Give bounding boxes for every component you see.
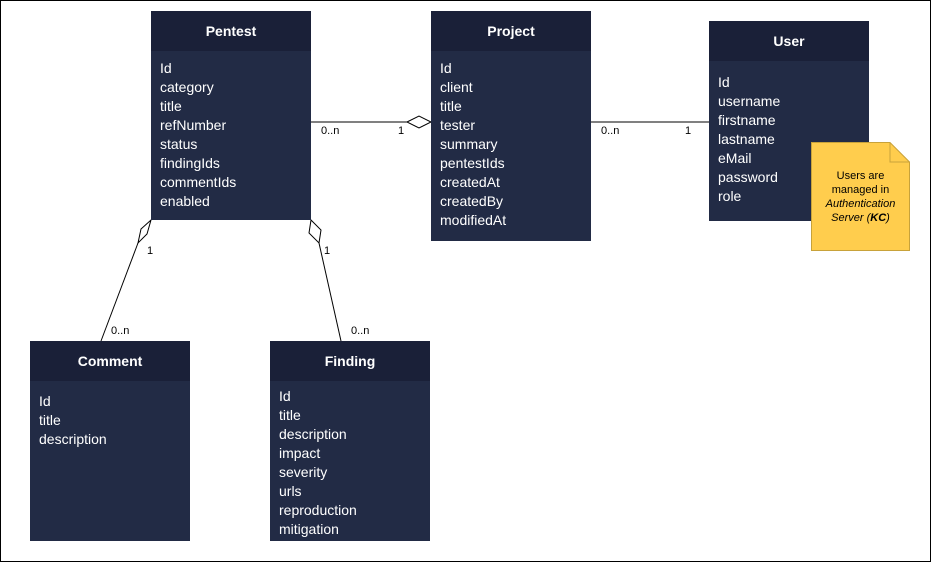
field: Id (39, 393, 51, 409)
field: eMail (718, 150, 752, 166)
entity-user-title: User (709, 21, 869, 61)
aggregation-diamond-project (405, 115, 433, 129)
note-authentication: Users are managed in Authentication Serv… (811, 142, 910, 251)
field: category (160, 79, 214, 95)
field: summary (440, 136, 498, 152)
mult-pentest-finding-one: 1 (324, 245, 331, 257)
field: modifiedAt (440, 212, 507, 228)
field: impact (279, 445, 321, 461)
field: findingIds (160, 155, 220, 171)
entity-project-title: Project (431, 11, 591, 51)
field: password (718, 169, 778, 185)
field: Id (718, 74, 730, 90)
field: description (279, 426, 347, 442)
field: firstname (718, 112, 776, 128)
note-line: Users are (836, 170, 885, 182)
entity-pentest-title: Pentest (151, 11, 311, 51)
mult-project-user-many: 0..n (601, 125, 620, 137)
mult-pentest-comment-one: 1 (147, 245, 154, 257)
field: refNumber (160, 117, 227, 133)
field: commentIds (160, 174, 237, 190)
entity-pentest-fields: Id category title refNumber status findi… (151, 51, 311, 211)
field: lastname (718, 131, 775, 147)
mult-pentest-comment-many: 0..n (111, 325, 130, 337)
diagram-canvas: Pentest Id category title refNumber stat… (0, 0, 931, 562)
mult-pentest-finding-many: 0..n (351, 325, 370, 337)
entity-project-fields: Id client title tester summary pentestId… (431, 51, 591, 230)
field: description (39, 431, 107, 447)
mult-pentest-project-one: 1 (398, 125, 405, 137)
field: createdAt (440, 174, 500, 190)
field: client (440, 79, 473, 95)
aggregation-diamond-pentest-comment (137, 218, 152, 245)
field: tester (440, 117, 476, 133)
field: role (718, 188, 742, 204)
link-pentest-finding (318, 242, 342, 342)
note-line-italic: Server (KC) (831, 212, 890, 224)
field: createdBy (440, 193, 504, 209)
aggregation-diamond-pentest-finding (308, 218, 322, 245)
field: severity (279, 464, 328, 480)
field: Id (440, 60, 452, 76)
entity-finding-fields: Id title description impact severity url… (270, 381, 430, 539)
entity-comment-title: Comment (30, 341, 190, 381)
field: username (718, 93, 781, 109)
entity-comment: Comment Id title description (30, 341, 190, 541)
field: status (160, 136, 198, 152)
field: title (279, 407, 301, 423)
entity-finding-title: Finding (270, 341, 430, 381)
relationship-lines (100, 115, 709, 342)
field: title (160, 98, 182, 114)
field: title (39, 412, 61, 428)
note-shape (811, 142, 910, 251)
field: urls (279, 483, 302, 499)
entity-project: Project Id client title tester summary p… (431, 11, 591, 241)
link-pentest-comment (100, 242, 139, 342)
field: mitigation (279, 521, 339, 537)
mult-project-user-one: 1 (685, 125, 692, 137)
note-line-italic: Authentication (825, 198, 896, 210)
note-text: Users are managed in Authentication Serv… (811, 169, 910, 225)
entity-pentest: Pentest Id category title refNumber stat… (151, 11, 311, 220)
field: reproduction (279, 502, 357, 518)
field: Id (279, 388, 291, 404)
field: Id (160, 60, 172, 76)
field: title (440, 98, 462, 114)
entity-comment-fields: Id title description (30, 381, 190, 449)
mult-pentest-project-many: 0..n (321, 125, 340, 137)
note-line: managed in (831, 184, 890, 196)
entity-finding: Finding Id title description impact seve… (270, 341, 430, 541)
field: enabled (160, 193, 210, 209)
entity-user-fields: Id username firstname lastname eMail pas… (709, 61, 869, 206)
field: pentestIds (440, 155, 505, 171)
